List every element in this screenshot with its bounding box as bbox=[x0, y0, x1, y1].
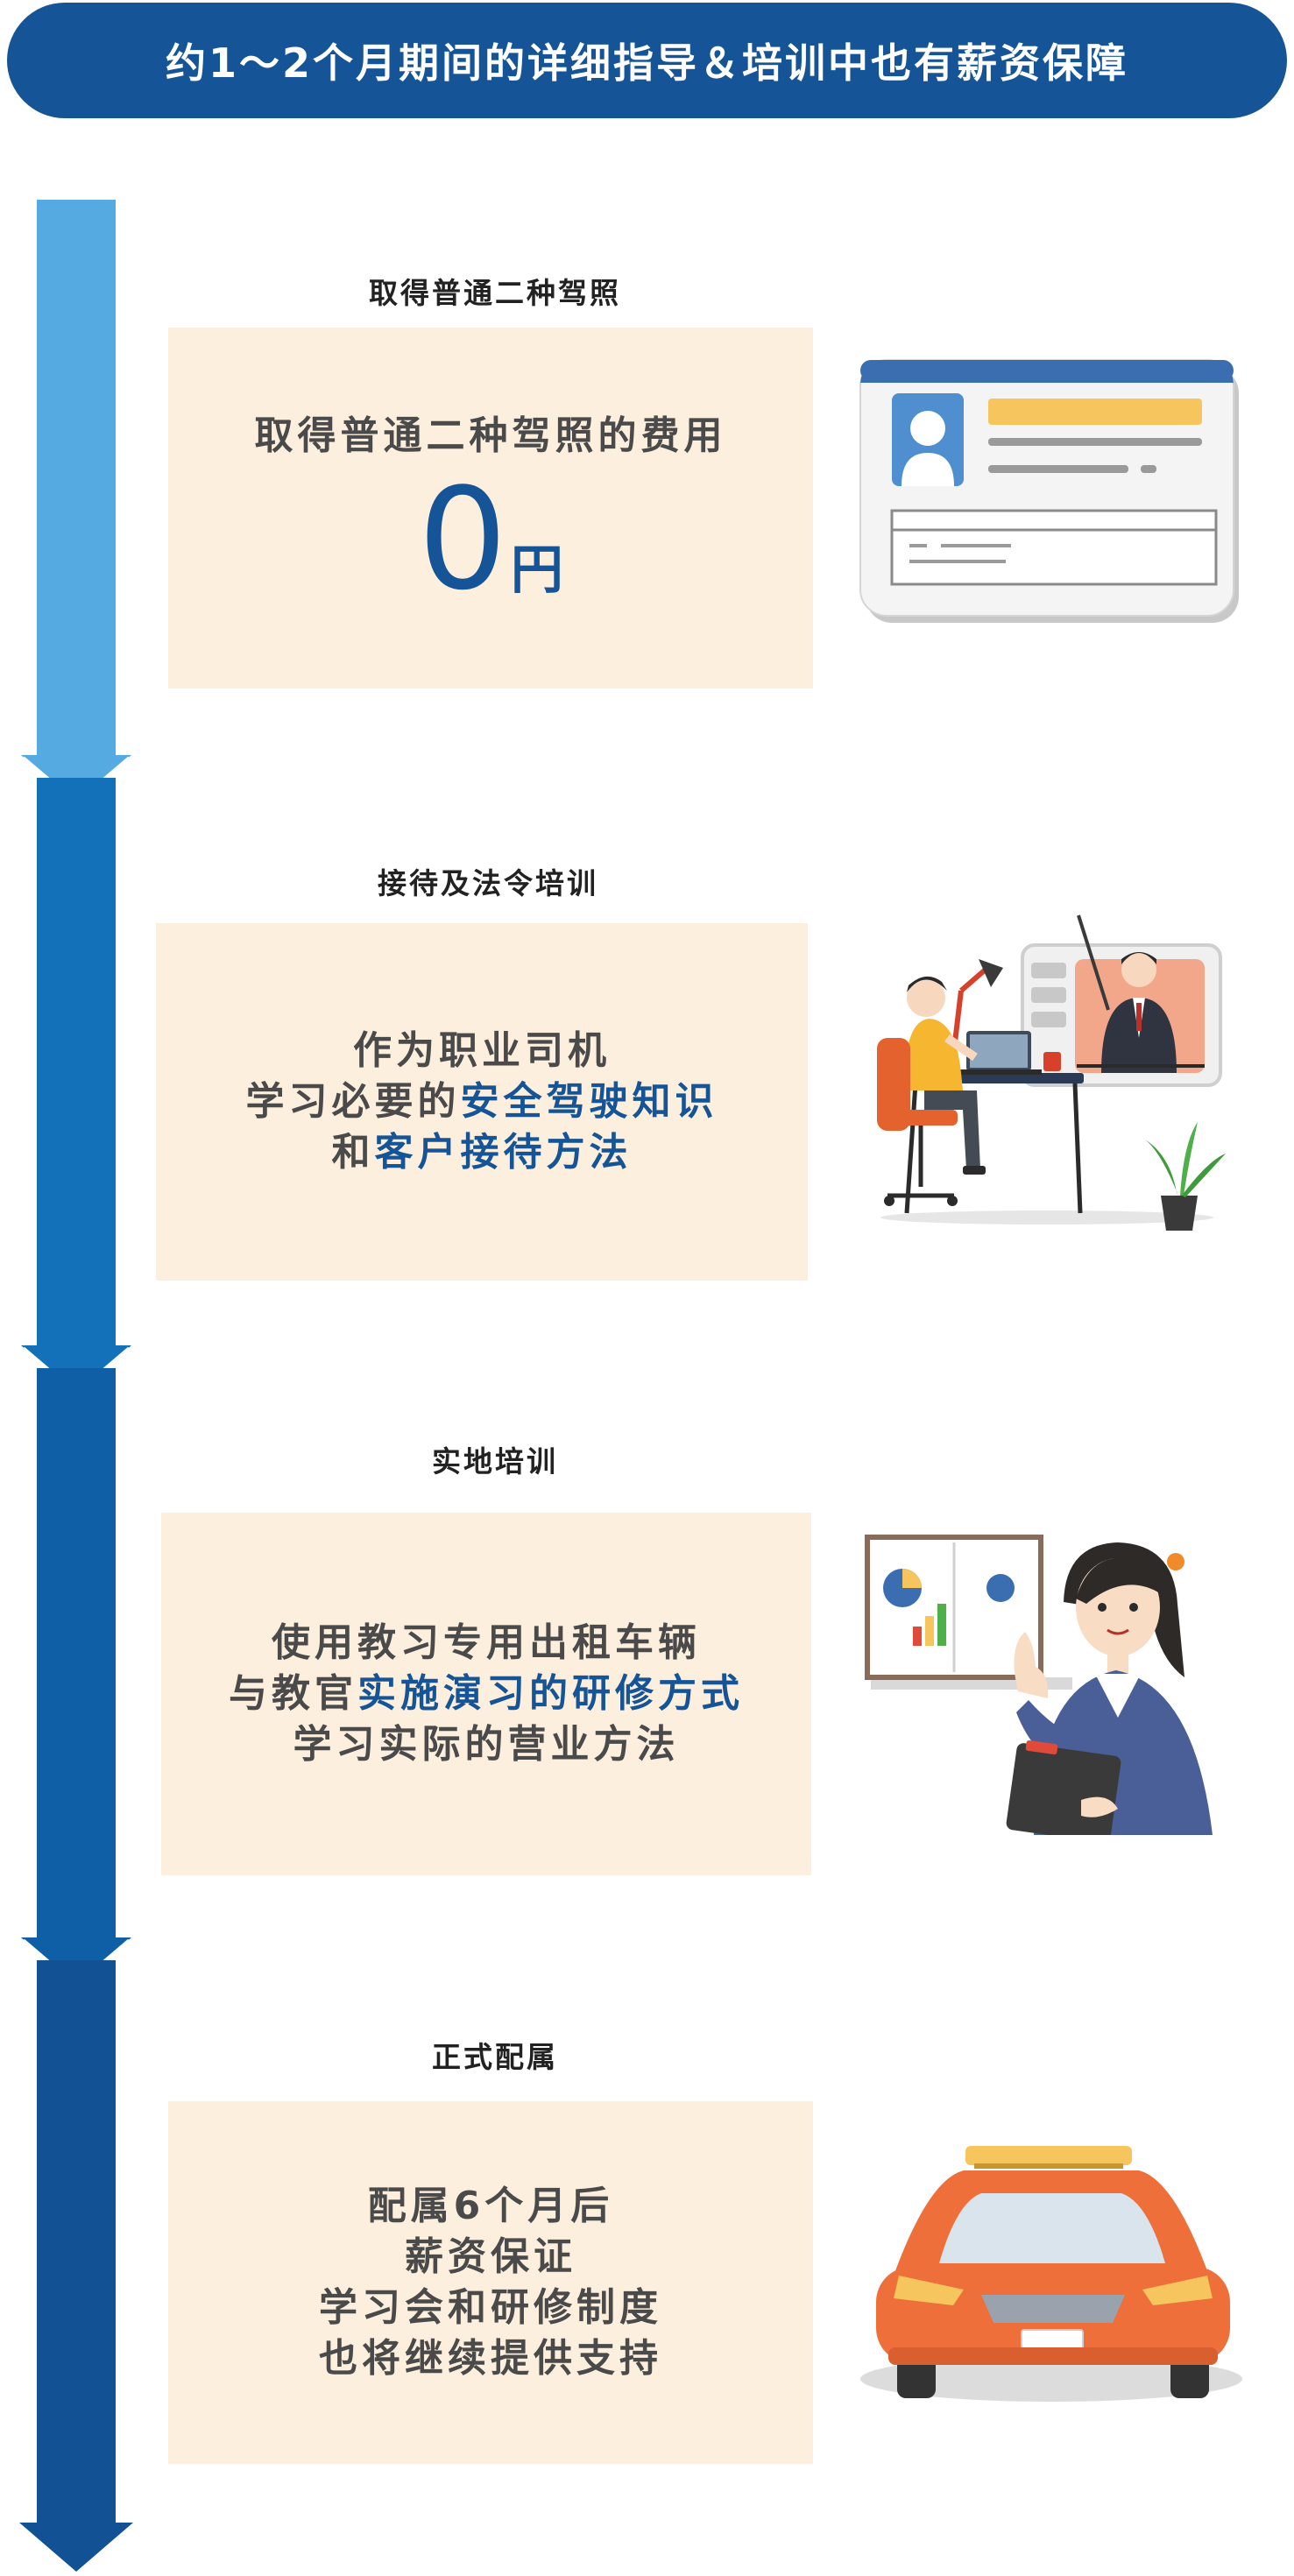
flow-arrow-segment-2 bbox=[21, 778, 131, 1394]
step-4-line-4: 也将继续提供支持 bbox=[319, 2336, 662, 2381]
flow-arrow bbox=[19, 200, 133, 2572]
license-card-illustration bbox=[859, 359, 1239, 623]
step-2-title: 接待及法令培训 bbox=[378, 866, 598, 900]
step-4-line-2: 薪资保证 bbox=[405, 2234, 576, 2279]
header-banner: 约1～2个月期间的详细指导＆培训中也有薪资保障 bbox=[7, 3, 1287, 118]
flow-arrow-segment-4 bbox=[19, 1960, 133, 2572]
step-2-line-2: 学习必要的安全驾驶知识 bbox=[245, 1079, 718, 1124]
flow-arrow-segment-3 bbox=[21, 1368, 131, 1987]
online-lecture-illustration bbox=[877, 914, 1226, 1231]
step-3-title: 实地培训 bbox=[432, 1444, 558, 1479]
step-4-line-1: 配属6个月后 bbox=[367, 2184, 614, 2228]
step-3-box: 使用教习专用出租车辆 与教官实施演习的研修方式 学习实际的营业方法 bbox=[161, 1513, 811, 1875]
instructor-illustration bbox=[865, 1535, 1213, 1835]
step-4-title: 正式配属 bbox=[432, 2040, 558, 2074]
flow-arrow-segment-1 bbox=[21, 200, 131, 804]
step-1-line-1: 取得普通二种驾照的费用 bbox=[254, 413, 727, 458]
header-title: 约1～2个月期间的详细指导＆培训中也有薪资保障 bbox=[165, 39, 1128, 87]
cost-value: 0 bbox=[418, 457, 507, 621]
step-2-line-1: 作为职业司机 bbox=[353, 1028, 611, 1073]
taxi-illustration bbox=[860, 2146, 1242, 2402]
cost-amount: 0 円 bbox=[418, 457, 563, 621]
step-1-title: 取得普通二种驾照 bbox=[369, 276, 621, 310]
step-1-box: 取得普通二种驾照的费用 0 円 bbox=[168, 328, 813, 688]
step-3-line-3: 学习实际的营业方法 bbox=[293, 1722, 680, 1767]
step-2-line-3: 和客户接待方法 bbox=[331, 1130, 633, 1175]
step-2-box: 作为职业司机 学习必要的安全驾驶知识 和客户接待方法 bbox=[156, 923, 808, 1281]
step-4-box: 配属6个月后 薪资保证 学习会和研修制度 也将继续提供支持 bbox=[168, 2101, 813, 2464]
step-4-line-3: 学习会和研修制度 bbox=[319, 2285, 662, 2330]
cost-unit: 円 bbox=[510, 540, 563, 601]
step-3-line-1: 使用教习专用出租车辆 bbox=[272, 1620, 701, 1665]
step-3-line-2: 与教官实施演习的研修方式 bbox=[229, 1671, 744, 1716]
